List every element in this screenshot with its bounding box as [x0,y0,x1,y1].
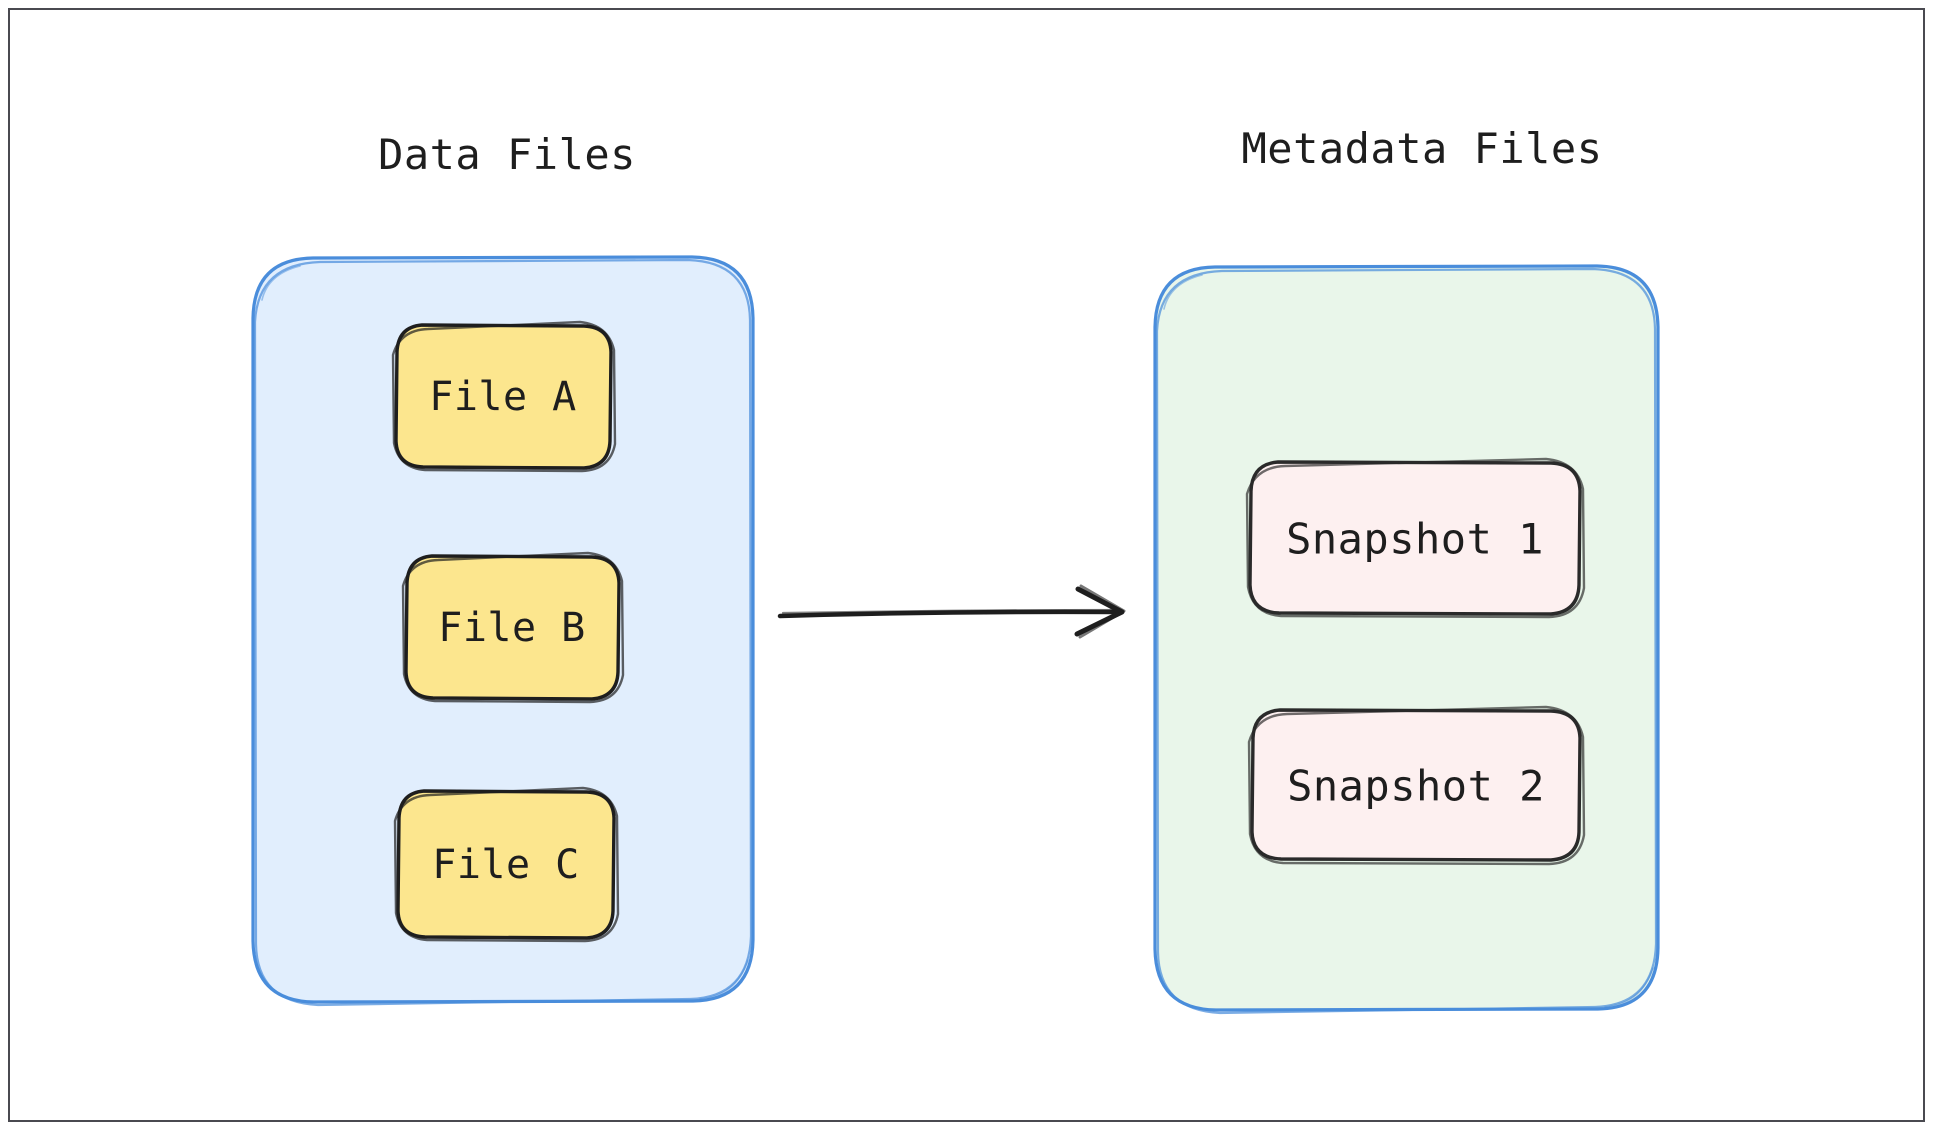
node-snapshot-2-stroke-2 [1247,705,1586,866]
node-file-a[interactable] [391,320,617,473]
node-file-c-stroke-2 [393,786,620,943]
node-snapshot-2[interactable] [1247,705,1586,866]
node-label-snapshot-2: Snapshot 2 [1287,761,1545,811]
node-file-c[interactable] [393,786,620,943]
node-file-a-fill [396,325,611,468]
group-data-files-stroke-1 [251,255,755,1004]
group-metadata-files-fill [1155,266,1658,1010]
node-file-b[interactable] [401,551,625,704]
node-snapshot-2-fill [1252,710,1580,860]
connector-data-to-metadata[interactable] [777,584,1126,639]
group-title-metadata-files: Metadata Files [1241,124,1603,173]
arrow-shaft [777,609,1123,619]
node-label-file-b: File B [438,605,586,651]
node-file-b-fill [406,556,619,699]
group-metadata-files-stroke-1 [1153,264,1660,1012]
arrow-head-icon-sketch [1078,584,1126,639]
node-snapshot-1-fill [1250,462,1580,614]
node-snapshot-1-stroke-2 [1245,457,1586,619]
node-file-b-stroke-2 [401,551,625,704]
node-file-c-fill [398,791,614,938]
group-title-data-files: Data Files [378,130,636,179]
node-label-file-a: File A [429,374,577,420]
group-metadata-files[interactable] [1153,264,1660,1015]
node-label-snapshot-1: Snapshot 1 [1286,514,1544,564]
group-metadata-files-stroke-2 [1155,267,1658,1015]
node-label-file-c: File C [432,842,580,888]
group-data-files-stroke-3 [261,265,749,1000]
arrow-shaft-sketch [781,608,1120,615]
group-metadata-files-stroke-3 [1163,274,1654,1008]
node-snapshot-1[interactable] [1245,457,1586,619]
group-data-files-stroke-2 [253,258,753,1007]
node-file-a-stroke-2 [391,320,617,473]
